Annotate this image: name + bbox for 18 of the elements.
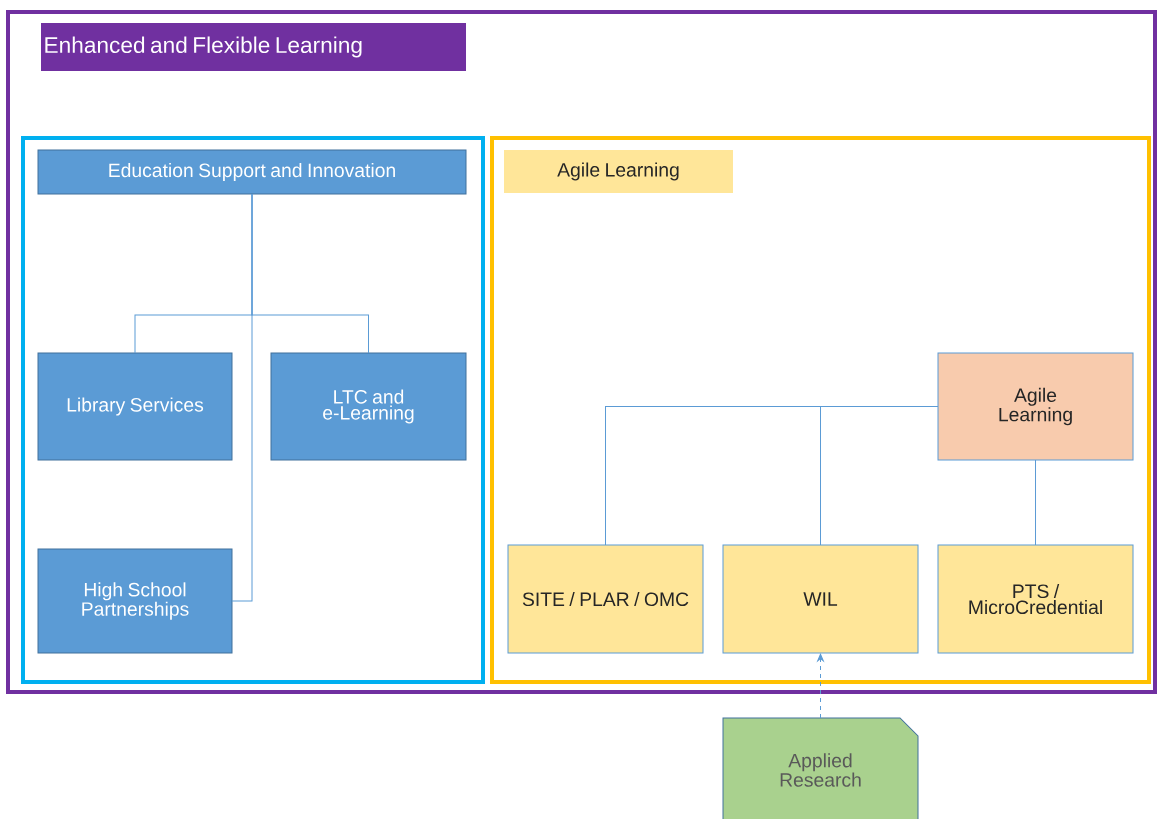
connector-line [231, 193, 253, 602]
process-box: High School Partnerships [37, 548, 233, 654]
process-box: LTC and e-Learning [270, 352, 467, 461]
group-frame [490, 136, 1151, 684]
header-box: Agile Learning [504, 150, 733, 193]
connector-line [820, 406, 939, 546]
process-box: WIL [722, 544, 919, 654]
header-box: Education Support and Innovation [37, 149, 467, 195]
process-box: SITE / PLAR / OMC [507, 544, 704, 654]
process-box: Library Services [37, 352, 233, 461]
process-box: PTS / MicroCredential [937, 544, 1134, 654]
group-frame [6, 10, 1157, 694]
note-box: Applied Research [722, 717, 919, 819]
arrow [817, 653, 824, 719]
title-banner: Enhanced and Flexible Learning [41, 23, 466, 71]
connector-line [1035, 459, 1036, 546]
group-frame [21, 136, 485, 684]
process-box: Agile Learning [937, 352, 1134, 461]
